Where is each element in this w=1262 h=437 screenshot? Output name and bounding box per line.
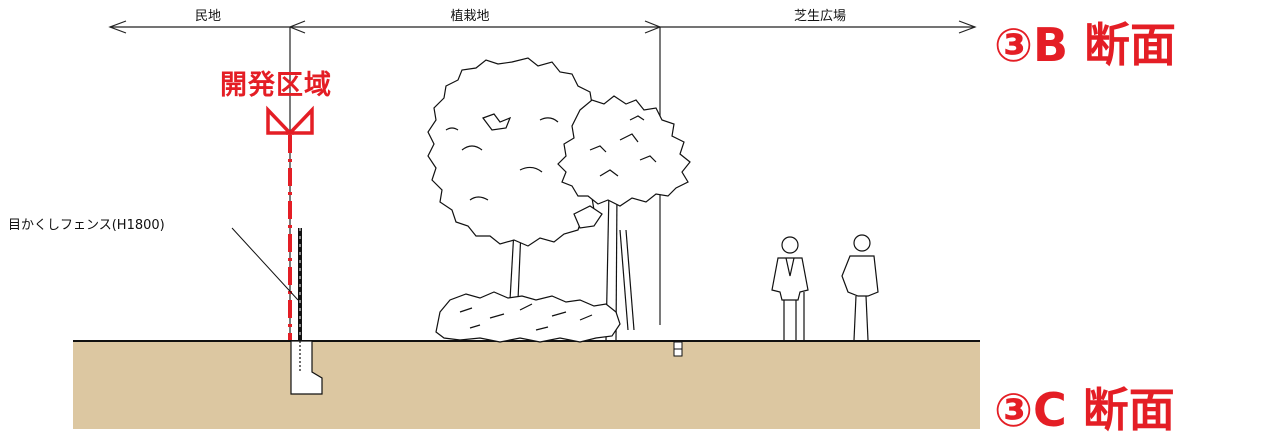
boundary-stake xyxy=(673,341,683,357)
person-figure-1 xyxy=(771,236,809,340)
fence-label: 目かくしフェンス(H1800) xyxy=(8,218,165,233)
development-area-label: 開発区域 xyxy=(220,70,332,101)
person-figure-2 xyxy=(841,234,879,341)
zone-label-lawn-plaza: 芝生広場 xyxy=(790,9,850,25)
tree-tall-broadleaf xyxy=(557,95,691,341)
shrub-cluster xyxy=(435,291,621,343)
fence-foundation xyxy=(290,340,323,395)
section-title-b: ③B 断面 xyxy=(994,18,1177,72)
ground-fill xyxy=(73,341,980,429)
fence-leader-line xyxy=(231,227,299,301)
boundary-marker-icon xyxy=(266,105,314,135)
zone-label-planting-area: 植栽地 xyxy=(447,9,493,25)
section-title-c: ③C 断面 xyxy=(994,383,1175,437)
zone-label-private-land: 民地 xyxy=(191,9,225,25)
